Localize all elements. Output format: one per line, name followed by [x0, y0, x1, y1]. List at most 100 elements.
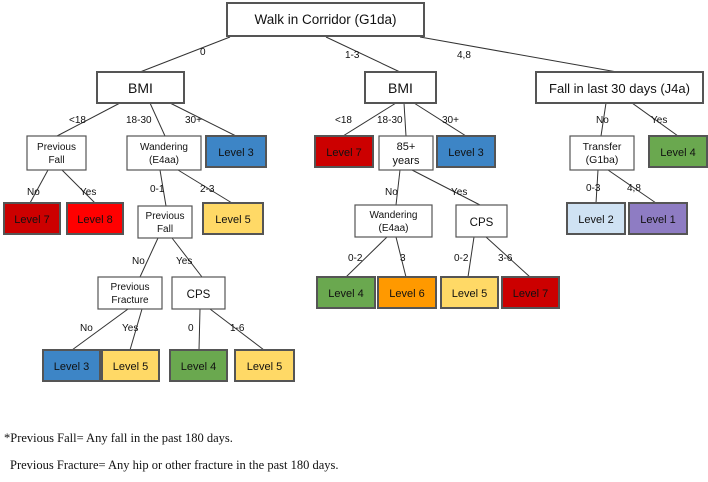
edge-label-mid-cps-0-2: 0-2	[454, 253, 469, 264]
right-fall-30-days-node: Fall in last 30 days (J4a)	[535, 71, 704, 104]
edge-label-prev-fall-no: No	[27, 187, 40, 198]
footnote-previous-fracture: Previous Fracture= Any hip or other frac…	[10, 458, 339, 472]
svg-text:Previous: Previous	[146, 211, 185, 222]
edge-label-left-bmi-18-30: 18-30	[126, 115, 152, 126]
leaf-left-level-4-cps: Level 4	[169, 349, 228, 382]
edge-label-age-yes: Yes	[451, 187, 467, 198]
edge-label-right-yes: Yes	[651, 115, 667, 126]
svg-text:Level 3: Level 3	[448, 147, 483, 159]
edge-label-prev-fall-2-no: No	[132, 256, 145, 267]
edge-label-left-bmi-lt18: <18	[69, 115, 86, 126]
svg-text:Fall: Fall	[157, 224, 173, 235]
svg-text:Fall in last 30 days (J4a): Fall in last 30 days (J4a)	[549, 81, 690, 96]
svg-text:BMI: BMI	[388, 80, 413, 96]
edge-label-root-4-8: 4,8	[457, 50, 471, 61]
edge-label-wandering-2-3: 2-3	[200, 184, 215, 195]
leaf-right-level-4: Level 4	[648, 135, 708, 168]
left-bmi-node: BMI	[96, 71, 185, 104]
svg-text:Level 5: Level 5	[215, 214, 250, 226]
tree-edges	[29, 36, 679, 351]
svg-text:Previous: Previous	[37, 142, 76, 153]
left-cps-node: CPS	[171, 276, 226, 310]
leaf-middle-level-3-bmi30: Level 3	[436, 135, 496, 168]
svg-text:Level 4: Level 4	[328, 288, 363, 300]
leaf-right-level-2: Level 2	[566, 202, 626, 235]
leaf-left-level-5-fracture: Level 5	[101, 349, 160, 382]
edge-label-age-no: No	[385, 187, 398, 198]
svg-text:Level 1: Level 1	[640, 214, 675, 226]
svg-text:Level 4: Level 4	[181, 361, 216, 373]
edge-label-left-bmi-30plus: 30+	[185, 115, 202, 126]
svg-text:Level 5: Level 5	[452, 288, 487, 300]
edge-label-left-cps-0: 0	[188, 323, 194, 334]
edge-label-prev-fall-yes: Yes	[80, 187, 96, 198]
edge-label-transfer-0-3: 0-3	[586, 183, 601, 194]
root-node: Walk in Corridor (G1da)	[226, 2, 425, 37]
svg-text:Level 6: Level 6	[389, 288, 424, 300]
middle-age-node: 85+ years	[378, 135, 434, 171]
edge-label-mid-cps-3-6: 3-6	[498, 253, 513, 264]
leaf-left-level-7: Level 7	[3, 202, 61, 235]
edge-label-mid-bmi-30plus: 30+	[442, 115, 459, 126]
left-previous-fracture-node: Previous Fracture	[97, 276, 163, 310]
svg-text:Level 8: Level 8	[77, 214, 112, 226]
decision-tree: 0 1-3 4,8 <18 18-30 30+ No Yes 0-1 2-3 N…	[3, 2, 708, 382]
left-wandering-node: Wandering (E4aa)	[126, 135, 202, 171]
leaf-middle-level-6-wandering: Level 6	[377, 276, 437, 309]
middle-wandering-node: Wandering (E4aa)	[354, 204, 433, 238]
edge-label-mid-wandering-3: 3	[400, 253, 406, 264]
leaf-right-level-1: Level 1	[628, 202, 688, 235]
edge-label-wandering-0-1: 0-1	[150, 184, 165, 195]
svg-text:Walk in Corridor (G1da): Walk in Corridor (G1da)	[254, 12, 396, 27]
leaf-left-level-8: Level 8	[66, 202, 124, 235]
svg-text:CPS: CPS	[187, 289, 211, 301]
edge-label-left-cps-1-6: 1-6	[230, 323, 245, 334]
svg-text:Level 4: Level 4	[660, 147, 695, 159]
svg-text:years: years	[393, 155, 420, 167]
leaf-middle-level-7-cps: Level 7	[501, 276, 560, 309]
edge-label-mid-bmi-18-30: 18-30	[377, 115, 403, 126]
leaf-middle-level-7-bmi18: Level 7	[314, 135, 374, 168]
svg-text:(E4aa): (E4aa)	[149, 155, 179, 166]
edge-label-transfer-4-8: 4,8	[627, 183, 641, 194]
leaf-left-level-3-bmi30: Level 3	[205, 135, 267, 168]
left-previous-fall-2-node: Previous Fall	[137, 205, 193, 239]
leaf-left-level-5-cps: Level 5	[234, 349, 295, 382]
middle-cps-node: CPS	[455, 204, 508, 238]
middle-bmi-node: BMI	[364, 71, 437, 104]
svg-text:Wandering: Wandering	[370, 210, 418, 221]
svg-text:Level 7: Level 7	[326, 147, 361, 159]
leaf-middle-level-4-wandering: Level 4	[316, 276, 376, 309]
svg-text:Level 2: Level 2	[578, 214, 613, 226]
right-transfer-node: Transfer (G1ba)	[569, 135, 635, 171]
svg-text:Level 5: Level 5	[113, 361, 148, 373]
svg-text:Level 3: Level 3	[218, 147, 253, 159]
edge-label-prev-fracture-yes: Yes	[122, 323, 138, 334]
leaf-left-level-3-fracture: Level 3	[42, 349, 101, 382]
svg-text:Level 5: Level 5	[247, 361, 282, 373]
edge-label-prev-fall-2-yes: Yes	[176, 256, 192, 267]
footnote-previous-fall: *Previous Fall= Any fall in the past 180…	[4, 431, 233, 445]
svg-text:85+: 85+	[397, 141, 416, 153]
edge-label-root-0: 0	[200, 47, 206, 58]
svg-text:Level 7: Level 7	[14, 214, 49, 226]
svg-text:(G1ba): (G1ba)	[586, 154, 619, 166]
svg-text:Previous: Previous	[111, 282, 150, 293]
svg-text:BMI: BMI	[128, 80, 153, 96]
svg-text:Level 3: Level 3	[54, 361, 89, 373]
svg-text:CPS: CPS	[470, 217, 494, 229]
svg-text:(E4aa): (E4aa)	[378, 223, 408, 234]
edge-label-mid-wandering-0-2: 0-2	[348, 253, 363, 264]
edge-label-prev-fracture-no: No	[80, 323, 93, 334]
edge-label-right-no: No	[596, 115, 609, 126]
svg-text:Transfer: Transfer	[583, 141, 622, 153]
edge-labels: 0 1-3 4,8 <18 18-30 30+ No Yes 0-1 2-3 N…	[27, 47, 667, 334]
svg-text:Level 7: Level 7	[513, 288, 548, 300]
svg-text:Wandering: Wandering	[140, 142, 188, 153]
svg-text:Fall: Fall	[48, 155, 64, 166]
leaf-left-level-5-wandering: Level 5	[202, 202, 264, 235]
edge-label-root-1-3: 1-3	[345, 50, 360, 61]
svg-text:Fracture: Fracture	[111, 295, 149, 306]
edge-label-mid-bmi-lt18: <18	[335, 115, 352, 126]
left-previous-fall-node: Previous Fall	[26, 135, 87, 171]
